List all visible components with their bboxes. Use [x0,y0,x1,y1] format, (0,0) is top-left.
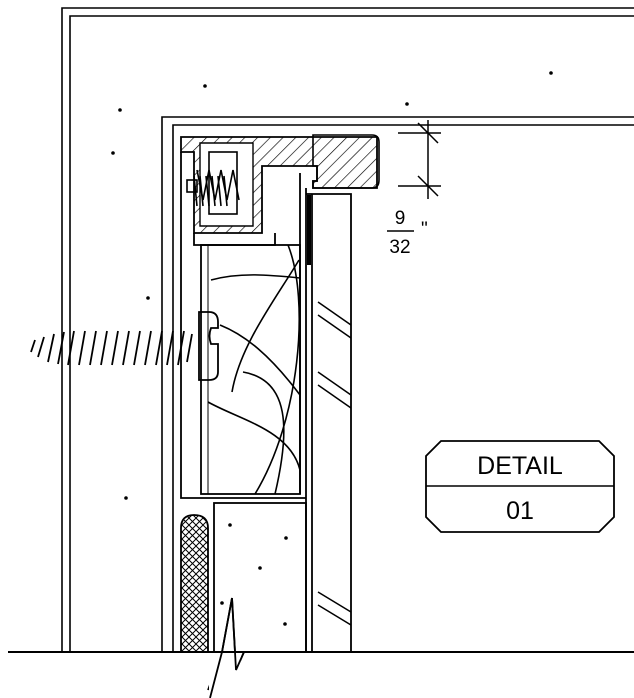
anchor-screw [30,330,193,366]
glazing-stop [312,134,380,189]
detail-number: 01 [506,497,534,525]
frame-cavity [199,142,254,227]
dimension-denominator: 32 [389,237,410,258]
glass-highlights [317,301,352,626]
inner-frame [161,116,634,652]
break-line-lower [209,597,245,698]
dimension-numerator: 9 [395,208,406,229]
concrete-dots [111,71,553,626]
outer-wall [61,7,634,652]
detail-tag: DETAIL 01 [425,440,615,533]
lower-panel [213,502,307,653]
dimension-unit: " [421,219,428,240]
detail-label: DETAIL [477,452,563,480]
spring [186,151,240,215]
dimension-marker [398,120,441,199]
glazing-strip [307,195,311,265]
backer-rod [180,514,209,653]
dimension-label: 9 32 " [387,208,428,258]
